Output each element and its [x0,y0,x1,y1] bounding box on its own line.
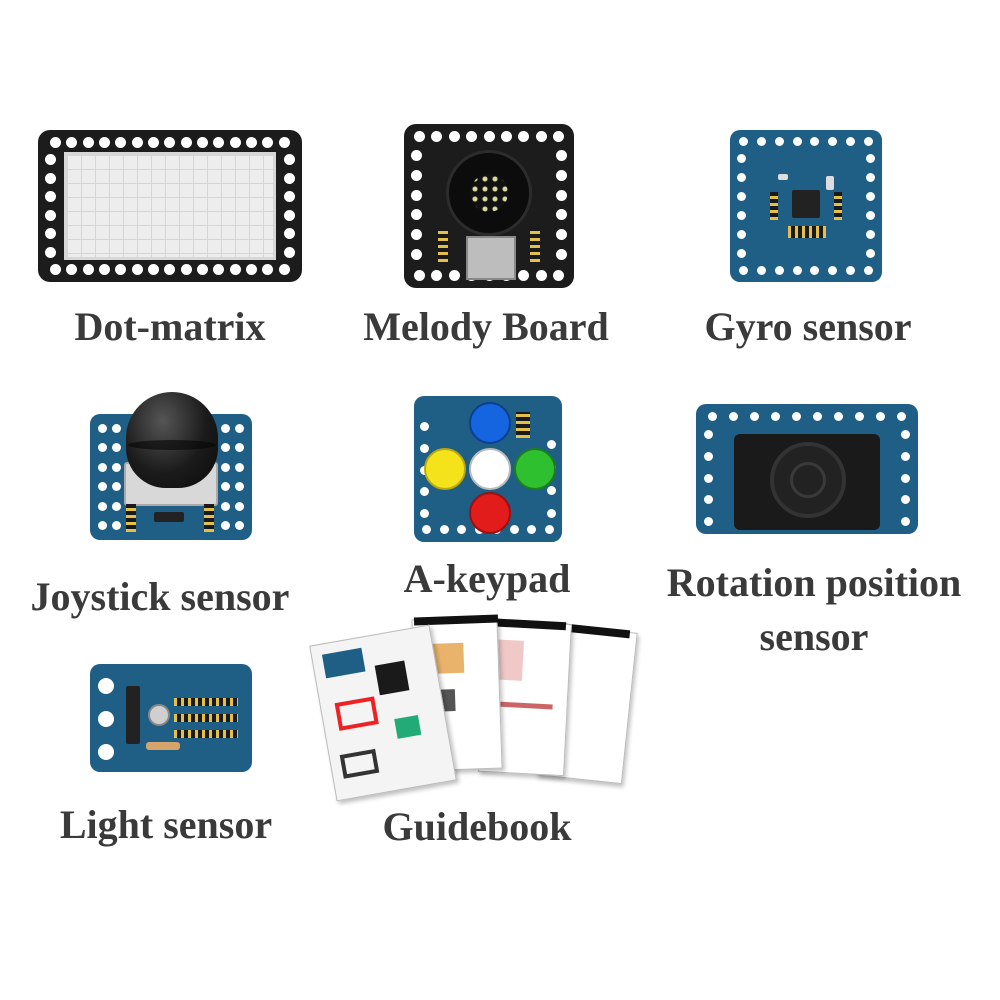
guidebook-label: Guidebook [382,804,572,849]
green-key-button[interactable] [514,448,556,490]
red-key-button[interactable] [469,492,511,534]
dot-matrix-board-image [38,130,302,282]
rotation-position-sensor-label-line2: sensor [759,614,869,659]
light-sensor-image [90,664,252,772]
guidebook-image [309,614,638,802]
joystick-sensor-label: Joystick sensor [30,574,290,619]
melody-board-label: Melody Board [363,304,609,349]
light-sensor-label: Light sensor [59,802,273,847]
dot-matrix-label: Dot-matrix [74,304,266,349]
yellow-key-button[interactable] [424,448,466,490]
melody-board-image [404,124,574,288]
rotation-position-sensor-image [696,404,918,534]
blue-key-button[interactable] [469,402,511,444]
gyro-sensor-label: Gyro sensor [704,304,912,349]
white-key-button[interactable] [469,448,511,490]
gyro-sensor-image [730,130,882,282]
a-keypad-label: A-keypad [403,556,571,601]
rotation-position-sensor-label-line1: Rotation position [666,560,962,605]
